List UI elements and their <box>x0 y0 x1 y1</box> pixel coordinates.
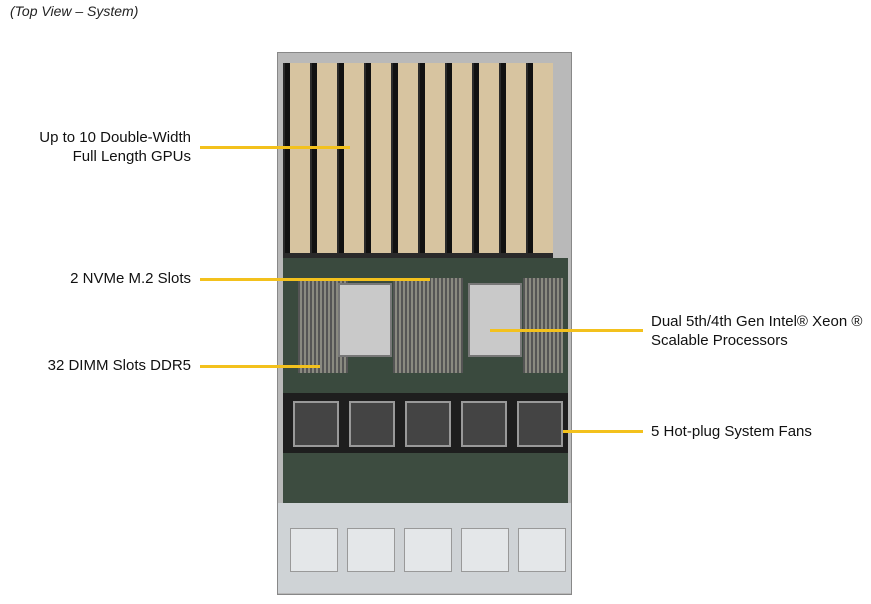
cpu-heatsink <box>338 283 392 357</box>
callout-line <box>200 278 430 281</box>
cpu-heatsink <box>468 283 522 357</box>
callout-fans: 5 Hot-plug System Fans <box>651 423 812 440</box>
dimm-bank <box>523 278 563 373</box>
fan <box>293 401 339 447</box>
callout-line <box>490 329 643 332</box>
front-panel <box>278 503 571 593</box>
gpu-area <box>283 63 553 258</box>
callout-dimm: 32 DIMM Slots DDR5 <box>47 357 191 374</box>
fan <box>517 401 563 447</box>
fan-bay <box>283 393 568 453</box>
callout-text: Full Length GPUs <box>72 148 191 165</box>
fan <box>461 401 507 447</box>
callout-gpus: Up to 10 Double-Width Full Length GPUs <box>0 128 191 166</box>
bay <box>290 528 338 572</box>
callout-line <box>563 430 643 433</box>
server-top-view-image <box>277 52 572 595</box>
gpu-card <box>339 63 364 253</box>
bay <box>461 528 509 572</box>
gpu-card <box>285 63 310 253</box>
bay <box>404 528 452 572</box>
fan <box>405 401 451 447</box>
callout-text: Up to 10 Double-Width <box>39 129 191 146</box>
gpu-card <box>474 63 499 253</box>
bay <box>518 528 566 572</box>
caption: (Top View – System) <box>10 3 139 19</box>
gpu-card <box>447 63 472 253</box>
callout-text: Dual 5th/4th Gen Intel® Xeon ® <box>651 313 863 330</box>
callout-nvme: 2 NVMe M.2 Slots <box>70 270 191 287</box>
fan <box>349 401 395 447</box>
callout-line <box>200 365 320 368</box>
gpu-card <box>501 63 526 253</box>
callout-text: Scalable Processors <box>651 332 788 349</box>
gpu-card <box>528 63 553 253</box>
bay <box>347 528 395 572</box>
gpu-card <box>312 63 337 253</box>
io-board <box>283 453 568 503</box>
gpu-card <box>420 63 445 253</box>
gpu-card <box>393 63 418 253</box>
callout-line <box>200 146 350 149</box>
callout-cpu: Dual 5th/4th Gen Intel® Xeon ® Scalable … <box>651 312 862 350</box>
gpu-card <box>366 63 391 253</box>
dimm-bank <box>393 278 463 373</box>
